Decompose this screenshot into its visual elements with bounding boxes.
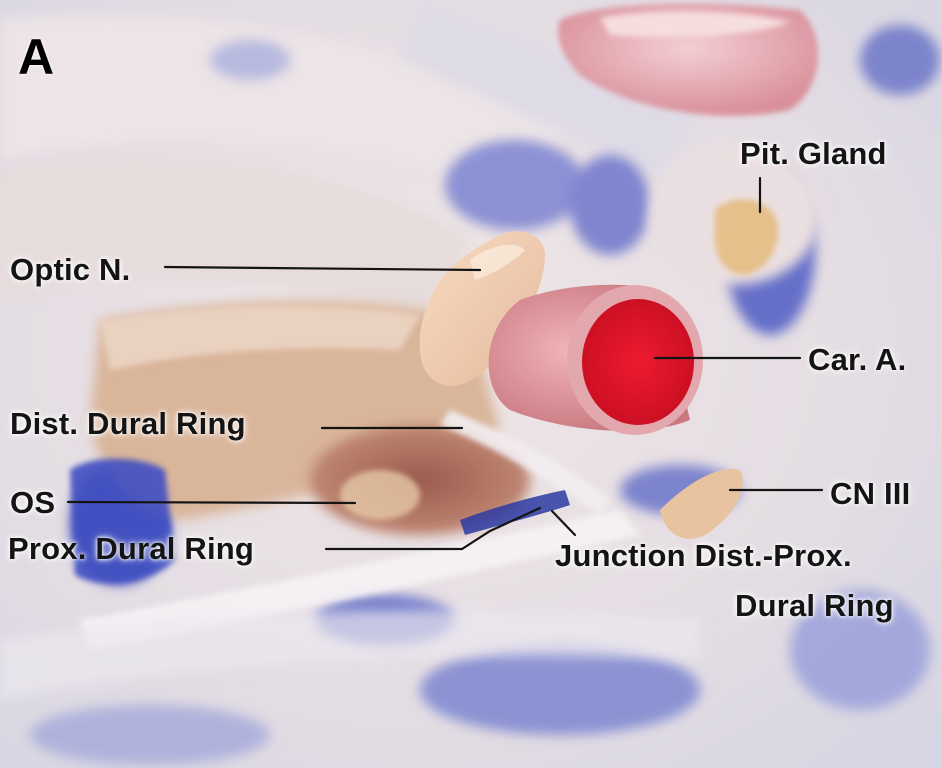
label-junction-line2: Dural Ring: [735, 588, 894, 623]
label-carotid-artery: Car. A.: [808, 342, 907, 377]
label-optic-nerve: Optic N.: [10, 252, 131, 287]
panel-letter: A: [18, 29, 55, 85]
leader-os: [66, 500, 357, 505]
label-pituitary-gland: Pit. Gland: [740, 136, 887, 171]
label-os: OS: [10, 485, 56, 520]
label-cn3: CN III: [830, 476, 911, 511]
label-proximal-dural-ring: Prox. Dural Ring: [8, 531, 255, 566]
leader-proximal-dural-ring: [324, 506, 542, 551]
leader-junction: [550, 509, 577, 537]
leader-optic-nerve: [163, 265, 482, 272]
label-distal-dural-ring: Dist. Dural Ring: [10, 406, 246, 441]
label-junction-line1: Junction Dist.-Prox.: [555, 538, 852, 573]
